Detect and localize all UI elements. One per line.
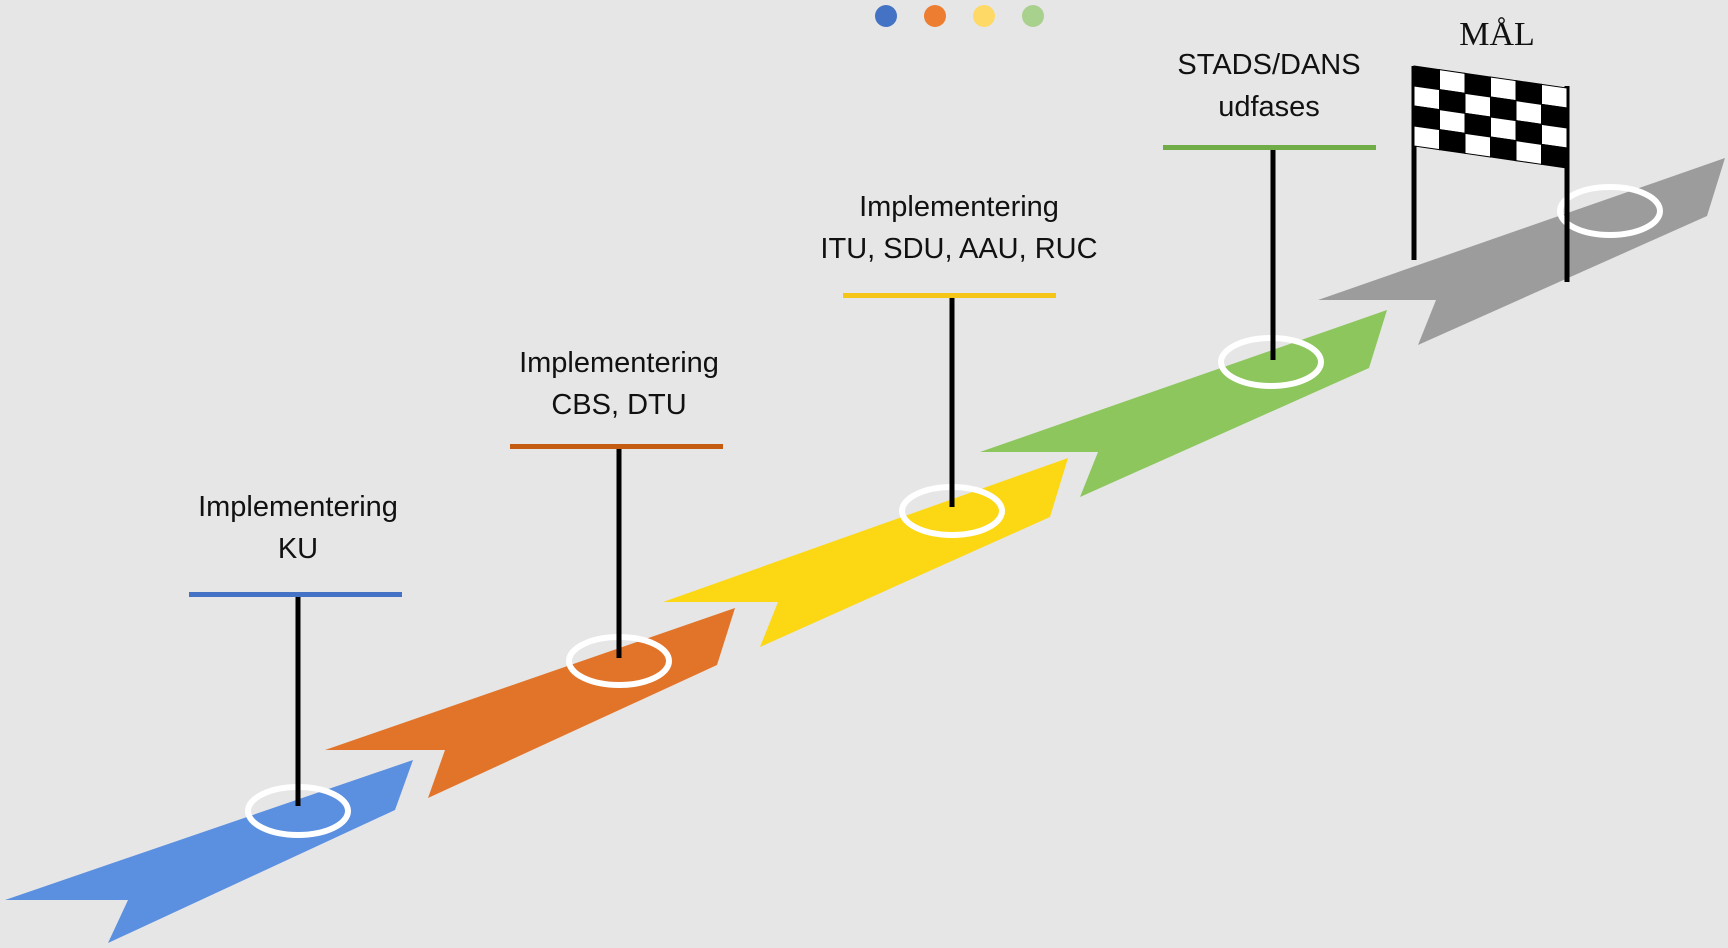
flag-cell (1515, 140, 1542, 165)
bar-cbs-dtu (510, 444, 723, 449)
flag-cell (1541, 143, 1568, 169)
ring-goal (1557, 184, 1663, 238)
arrow-segment-ku (5, 760, 413, 943)
label-ku-line1: Implementering (198, 491, 398, 523)
bar-stads-dans (1163, 145, 1376, 150)
label-stads-dans: STADS/DANS udfases (1177, 44, 1360, 128)
arrow-segment-stads-dans (980, 310, 1387, 497)
goal-label: MÅL (1459, 16, 1535, 53)
legend-dot-yellow (973, 5, 995, 27)
arrow-segment-goal (1318, 158, 1725, 345)
label-ku-line2: KU (277, 533, 319, 565)
arrow-segment-itu-sdu-aau-ruc (663, 458, 1068, 647)
flag-cell (1413, 125, 1440, 151)
legend-dot-green (1022, 5, 1044, 27)
label-stads-dans-line1: STADS/DANS (1177, 49, 1361, 81)
flag-cell (1439, 129, 1466, 154)
checkered-flag-icon (1411, 65, 1570, 282)
label-itu-sdu-aau-ruc-line1: Implementering (859, 191, 1059, 223)
label-itu-sdu-aau-ruc-line2: ITU, SDU, AAU, RUC (820, 233, 1098, 265)
label-cbs-dtu-line2: CBS, DTU (551, 389, 687, 421)
label-cbs-dtu-line1: Implementering (519, 347, 719, 379)
flag-cell (1464, 132, 1491, 158)
arrow-segment-cbs-dtu (325, 608, 735, 798)
legend-dot-blue (875, 5, 897, 27)
label-ku: Implementering KU (198, 486, 398, 570)
bar-itu-sdu-aau-ruc (843, 293, 1056, 298)
label-itu-sdu-aau-ruc: Implementering ITU, SDU, AAU, RUC (820, 186, 1097, 270)
legend-dot-orange (924, 5, 946, 27)
label-cbs-dtu: Implementering CBS, DTU (519, 342, 719, 426)
flag-cell (1490, 136, 1517, 162)
label-stads-dans-line2: udfases (1218, 91, 1320, 123)
bar-ku (189, 592, 402, 597)
